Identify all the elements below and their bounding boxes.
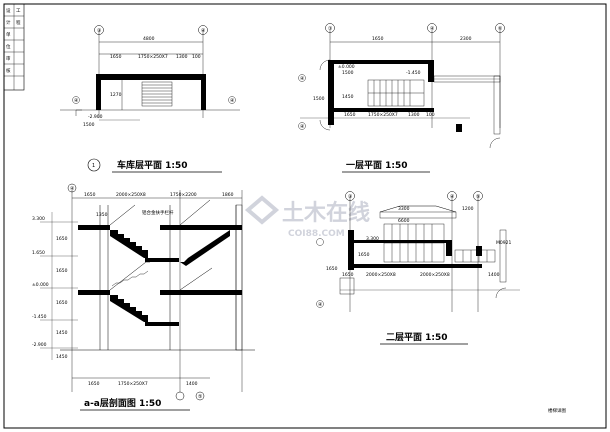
garage-axis-3: ④ xyxy=(74,98,79,104)
garage-dim-2: 1650 xyxy=(110,54,122,60)
floor1-dim-6: 1750×250X7 xyxy=(368,112,398,118)
section-top-dim-2: 2000×250X8 xyxy=(116,192,146,198)
floor1-dim-5: 1650 xyxy=(344,112,356,118)
floor2-axis-4: ④ xyxy=(318,302,323,308)
strip-text-8: 程 xyxy=(16,19,21,26)
floor2-axis-2: ④ xyxy=(450,194,455,200)
garage-title-circle xyxy=(87,158,101,172)
floor1-axis-1: ③ xyxy=(328,26,332,32)
footer-note: 楼梯详图 xyxy=(548,407,566,414)
floor1-plan-text: ③ ④ ⑥ ④ ④ 1650 2300 1500 1450 1650 1750×… xyxy=(300,26,503,173)
floor2-dim-2: 1200 xyxy=(462,206,474,212)
floor2-dim-9: 1650 xyxy=(326,266,338,272)
floor2-door-tag: M0921 xyxy=(496,240,511,246)
floor1-dim-3: 1500 xyxy=(342,70,354,76)
garage-plan xyxy=(60,25,240,121)
floor2-axis-1: ③ xyxy=(348,194,352,200)
garage-axis-1: ③ xyxy=(97,28,101,34)
strip-text-7: 工 xyxy=(16,8,21,14)
section-side-dim-3: 1650 xyxy=(56,300,68,306)
section-bottom-dim-2: 1750×250X7 xyxy=(118,381,148,387)
garage-axis-2: ④ xyxy=(201,28,206,34)
section-level-1: 3.300 xyxy=(32,216,45,222)
floor1-dim-2: 2300 xyxy=(460,36,472,42)
floor1-title: 一层平面 1:50 xyxy=(346,160,408,171)
sheet-border xyxy=(3,3,607,429)
floor2-dim-8: 1400 xyxy=(488,272,500,278)
floor2-axis-3: ⑤ xyxy=(476,194,480,200)
section-side-dim-4: 1450 xyxy=(56,330,68,336)
section-label-1: 1350 xyxy=(96,212,108,218)
floor1-plan xyxy=(298,23,505,149)
section-axis-1: ④ xyxy=(70,186,75,192)
floor2-dim-5: 1650 xyxy=(342,272,354,278)
strip-text-1: 设 xyxy=(6,7,11,14)
section-aa xyxy=(40,183,255,401)
garage-dim-4: 1300 xyxy=(176,54,188,60)
strip-text-2: 计 xyxy=(6,19,11,26)
floor1-dim-7: 1300 xyxy=(408,112,420,118)
garage-title: 车库层平面 1:50 xyxy=(117,159,188,171)
garage-level-1: -2.900 xyxy=(88,114,103,120)
section-side-dim-1: 1650 xyxy=(56,236,68,242)
strip-text-5: 审 xyxy=(6,55,11,62)
floor2-title: 二层平面 1:50 xyxy=(386,332,448,343)
section-axis-2: ⑤ xyxy=(198,394,202,400)
floor1-dim-4: 1450 xyxy=(342,94,354,100)
section-top-dim-1: 1650 xyxy=(84,192,96,198)
garage-title-num: 1 xyxy=(92,163,95,169)
strip-text-4: 位 xyxy=(6,43,11,50)
section-title: a-a层剖面图 1:50 xyxy=(84,397,161,409)
section-label-2: 铝合金扶手栏杆 xyxy=(142,209,174,216)
floor1-axis-2: ④ xyxy=(430,26,435,32)
section-level-3: ±0.000 xyxy=(32,282,49,288)
watermark-cn: 土木在线 xyxy=(282,200,370,226)
section-side-dim-5: 1450 xyxy=(56,354,68,360)
section-bottom-dim-1: 1650 xyxy=(88,381,100,387)
garage-dim-7: 1500 xyxy=(83,122,95,128)
floor2-dim-1: 3300 xyxy=(398,206,410,212)
floor1-dim-9: 1500 xyxy=(313,96,325,102)
floor1-dim-8: 100 xyxy=(426,112,435,118)
floor2-plan-text: ③ ④ ⑤ ④ 3300 1200 6600 1650 1650 2000×25… xyxy=(318,194,511,345)
floor2-dim-3: 6600 xyxy=(398,218,410,224)
floor1-axis-5: ④ xyxy=(300,124,305,130)
strip-text-3: 单 xyxy=(6,31,11,38)
left-title-strip: 设 计 单 位 审 核 工 程 xyxy=(3,3,25,91)
floor2-dim-4: 1650 xyxy=(358,252,370,258)
garage-dim-6: 1270 xyxy=(110,92,122,98)
section-level-2: 1.650 xyxy=(32,250,45,256)
garage-dim-5: 100 xyxy=(192,54,201,60)
garage-dim-1: 4800 xyxy=(143,36,155,42)
watermark: 土木在线 COI88.COM xyxy=(244,195,370,239)
strip-text-6: 核 xyxy=(6,67,11,74)
floor2-dim-7: 2000×250X8 xyxy=(420,272,450,278)
floor1-level-2: -1.450 xyxy=(406,70,421,76)
garage-dim-3: 1750×250X7 xyxy=(138,54,168,60)
section-level-5: -2.900 xyxy=(32,342,47,348)
watermark-en: COI88.COM xyxy=(288,229,345,239)
floor2-dim-6: 2000×250X8 xyxy=(366,272,396,278)
floor1-axis-3: ⑥ xyxy=(498,26,503,32)
garage-axis-4: ④ xyxy=(230,98,235,104)
garage-plan-text: ③ ④ ④ ④ 4800 1650 1750×250X7 1300 100 12… xyxy=(74,28,235,173)
floor2-plan xyxy=(316,191,520,312)
section-top-dim-3: 1750×2200 xyxy=(170,192,197,198)
section-top-dim-4: 1860 xyxy=(222,192,234,198)
floor1-dim-1: 1650 xyxy=(372,36,384,42)
section-level-4: -1.450 xyxy=(32,314,47,320)
section-bottom-dim-3: 1400 xyxy=(186,381,198,387)
floor1-axis-4: ④ xyxy=(300,76,305,82)
section-aa-text: ④ ⑤ 1650 2000×250X8 1750×2200 1860 1650 … xyxy=(32,186,234,411)
section-side-dim-2: 1650 xyxy=(56,268,68,274)
floor1-level-1: ±0.000 xyxy=(338,64,355,70)
floor2-level-1: 3.300 xyxy=(366,236,379,242)
